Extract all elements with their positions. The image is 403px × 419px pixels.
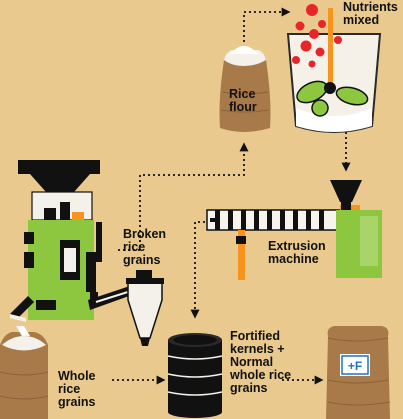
extrusion-machine bbox=[206, 180, 382, 280]
cyclone-separator bbox=[126, 270, 164, 346]
fortified-logo-icon bbox=[340, 354, 370, 376]
rice-mill bbox=[10, 160, 140, 322]
arrow-extruder-to-kernels bbox=[190, 221, 205, 319]
bag-logo-text: +F bbox=[348, 359, 362, 373]
label-broken-rice-grains: Broken rice grains bbox=[123, 227, 167, 267]
arrow-broken-to-flour bbox=[118, 142, 249, 251]
fortified-rice-bag: +F bbox=[326, 326, 391, 419]
label-nutrients-mixed: Nutrients mixed bbox=[343, 0, 398, 27]
kernel-drum bbox=[167, 333, 223, 418]
nutrient-mixer bbox=[286, 4, 382, 133]
label-fortified-kernels: Fortified kernels + Normal whole rice gr… bbox=[230, 329, 292, 395]
arrow-flour-to-nutrients bbox=[243, 7, 291, 42]
label-rice-flour: Rice flour bbox=[229, 87, 257, 114]
label-extrusion-machine: Extrusion machine bbox=[268, 239, 326, 266]
whole-rice-sack bbox=[0, 325, 49, 419]
rice-flour-sack bbox=[219, 46, 271, 132]
label-whole-rice-grains: Whole rice grains bbox=[58, 369, 96, 409]
